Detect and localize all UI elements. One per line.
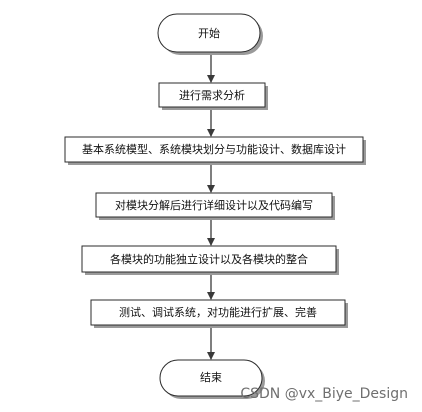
node-testing: 测试、调试系统，对功能进行扩展、完善 (90, 299, 348, 328)
node-end-label: 结束 (200, 371, 222, 384)
node-requirements-analysis-label: 进行需求分析 (179, 88, 245, 102)
watermark-text: CSDN @vx_Biye_Design (240, 386, 408, 402)
node-system-design-label: 基本系统模型、系统模块划分与功能设计、数据库设计 (82, 142, 346, 156)
node-start: 开始 (157, 13, 263, 55)
node-requirements-analysis: 进行需求分析 (158, 82, 268, 110)
node-end: 结束 (159, 359, 265, 399)
node-testing-label: 测试、调试系统，对功能进行扩展、完善 (119, 305, 317, 319)
node-detailed-design-label: 对模块分解后进行详细设计以及代码编写 (115, 198, 313, 212)
node-detailed-design: 对模块分解后进行详细设计以及代码编写 (95, 192, 335, 220)
node-module-integration-label: 各模块的功能独立设计以及各模块的整合 (110, 252, 308, 266)
node-system-design: 基本系统模型、系统模块划分与功能设计、数据库设计 (64, 136, 366, 165)
node-start-label: 开始 (198, 26, 220, 40)
node-module-integration: 各模块的功能独立设计以及各模块的整合 (81, 245, 339, 275)
